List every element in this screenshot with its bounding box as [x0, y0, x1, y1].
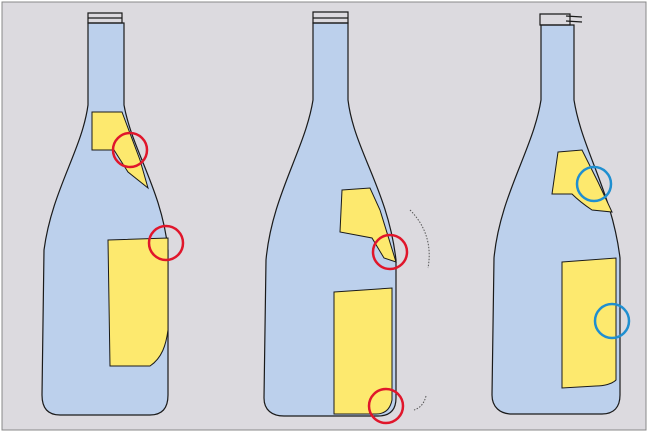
bottle-3-neck-ring: [539, 13, 571, 26]
bottle-1-neck-ring: [87, 12, 123, 24]
bottle-2-neck-ring: [312, 11, 349, 24]
bottle-2-guide-lower: [413, 395, 427, 411]
bottle-1-neck-label: [91, 111, 149, 190]
bottle-3: [491, 13, 631, 415]
bottle-3-shoulder-label: [551, 149, 613, 213]
bottle-3-body-label: [561, 257, 617, 389]
bottle-3-marker-body: [593, 302, 631, 340]
bottle-3-thread-1: [565, 15, 583, 18]
bottle-1-marker-body: [147, 224, 185, 262]
bottle-3-thread-2: [565, 20, 583, 23]
bottle-1-body-label: [107, 237, 169, 367]
bottle-1-marker-neck: [111, 131, 149, 169]
bottle-2: [263, 11, 430, 425]
bottle-3-marker-shoulder: [575, 165, 613, 203]
bottle-2-marker-shoulder: [371, 233, 409, 271]
bottle-2-shoulder-label: [339, 187, 397, 263]
bottle-2-marker-base: [367, 387, 405, 425]
bottle-1: [41, 12, 185, 416]
bottle-2-body-label: [333, 287, 393, 415]
bottle-2-guide-upper: [409, 209, 430, 269]
